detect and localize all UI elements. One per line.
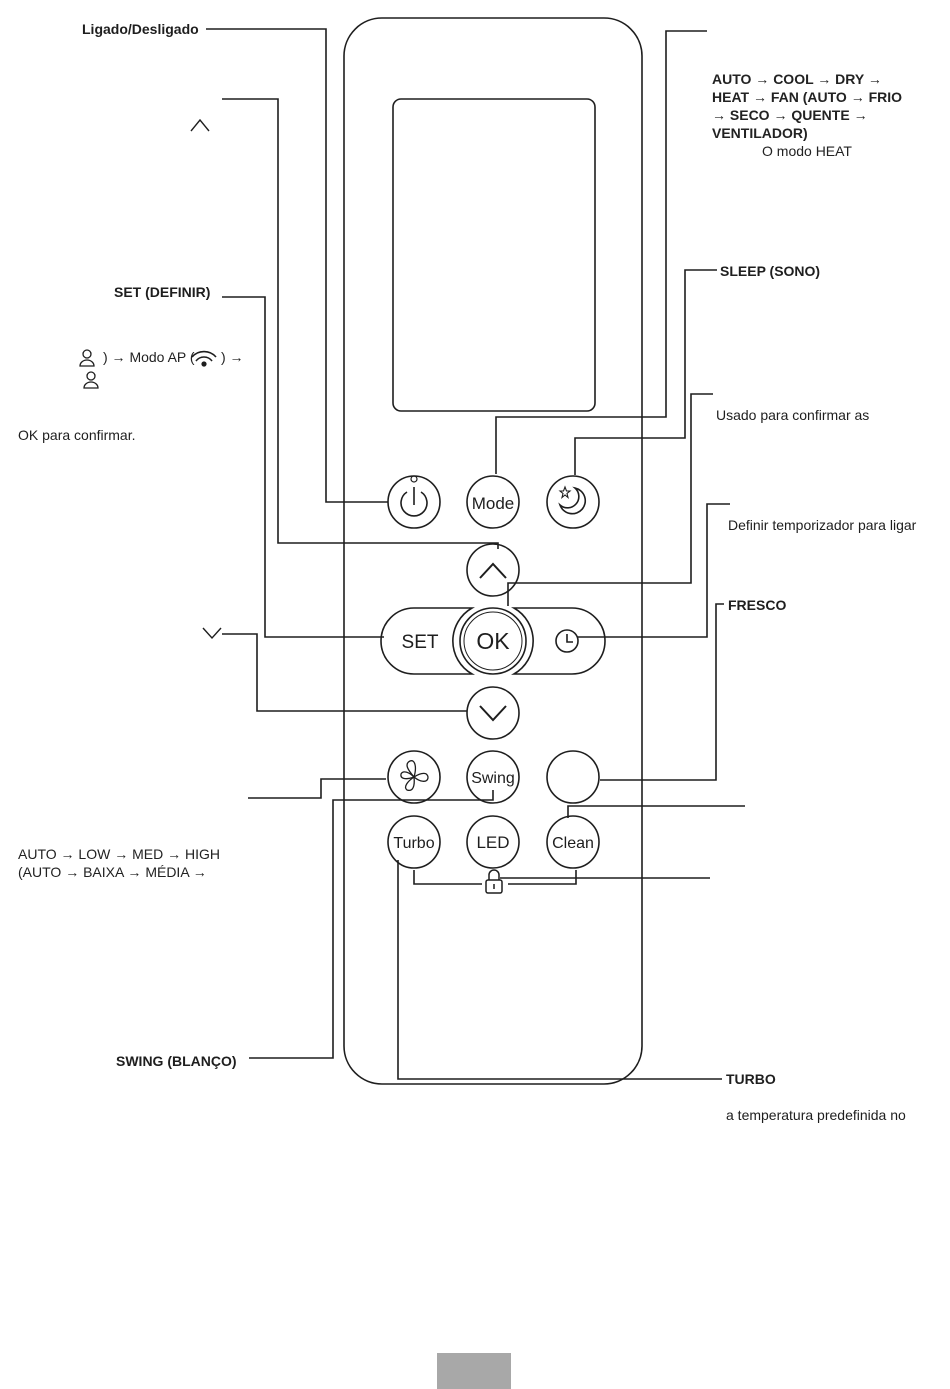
ok-button-label: OK [476,628,510,654]
label-timer: Definir temporizador para ligar [728,517,917,533]
page-number-tab [437,1353,511,1389]
up-chevron-icon [479,562,507,579]
fresh-button[interactable] [546,750,600,804]
clean-button[interactable] [546,815,600,869]
led-button-label: LED [476,833,509,852]
mode-button[interactable] [466,475,520,529]
wifi-icon [191,350,217,367]
lock-bracket [413,870,577,885]
power-icon [400,487,428,517]
mode-line-2: HEAT → FAN (AUTO → FRIO [712,89,903,105]
set-button-label: SET [402,632,439,653]
timer-button[interactable] [510,607,606,675]
down-chevron-icon [479,705,507,722]
up-label-icon [190,118,210,132]
mode-line-3: → SECO → QUENTE → [712,107,868,123]
remote-display [392,98,596,412]
label-fan-speed: AUTO → LOW → MED → HIGH (AUTO → BAIXA → … [18,845,220,881]
turbo-button[interactable] [387,815,441,869]
fan-line-1: AUTO → LOW → MED → HIGH [18,846,220,862]
fan-icon [400,760,429,792]
down-label-icon [202,627,222,640]
swing-button-label: Swing [471,770,515,787]
leader-lines [206,28,745,1080]
sleep-button[interactable] [546,475,600,529]
remote-body [343,17,643,1085]
lock-icon [485,869,503,894]
label-mode: AUTO → COOL → DRY → HEAT → FAN (AUTO → F… [712,70,932,160]
label-set: SET (DEFINIR) [114,284,211,300]
fan-button[interactable] [387,750,441,804]
power-button[interactable] [387,475,441,529]
mode-line-4: VENTILADOR) [712,125,808,141]
label-fresh: FRESCO [728,597,787,613]
person-icon [79,349,95,367]
led-button[interactable] [466,815,520,869]
label-swing: SWING (BLANÇO) [116,1053,237,1069]
label-sleep: SLEEP (SONO) [720,263,821,279]
fan-line-2: (AUTO → BAIXA → MÉDIA → [18,864,207,880]
timer-clock-icon [555,629,579,653]
down-button[interactable] [466,686,520,740]
clean-button-label: Clean [552,835,594,852]
mode-note: O modo HEAT [762,143,852,159]
mode-line-1: AUTO → COOL → DRY → [712,71,882,87]
ok-button[interactable] [459,607,527,675]
swing-button[interactable] [466,750,520,804]
up-button[interactable] [466,543,520,597]
label-power: Ligado/Desligado [82,21,199,37]
label-turbo: TURBO [726,1071,776,1087]
turbo-button-label: Turbo [393,835,434,852]
sleep-moon-icon [558,485,587,515]
label-wifi-mode-suffix: ) → [221,349,244,365]
set-button[interactable] [380,607,476,675]
mode-button-label: Mode [472,494,515,513]
label-ok-desc: Usado para confirmar as [716,407,870,423]
label-turbo-desc: a temperatura predefinida no [726,1107,906,1123]
label-wifi-mode-prefix: ) → Modo AP ( [103,349,195,365]
person-icon [83,371,99,389]
label-ok-confirm: OK para confirmar. [18,427,136,443]
